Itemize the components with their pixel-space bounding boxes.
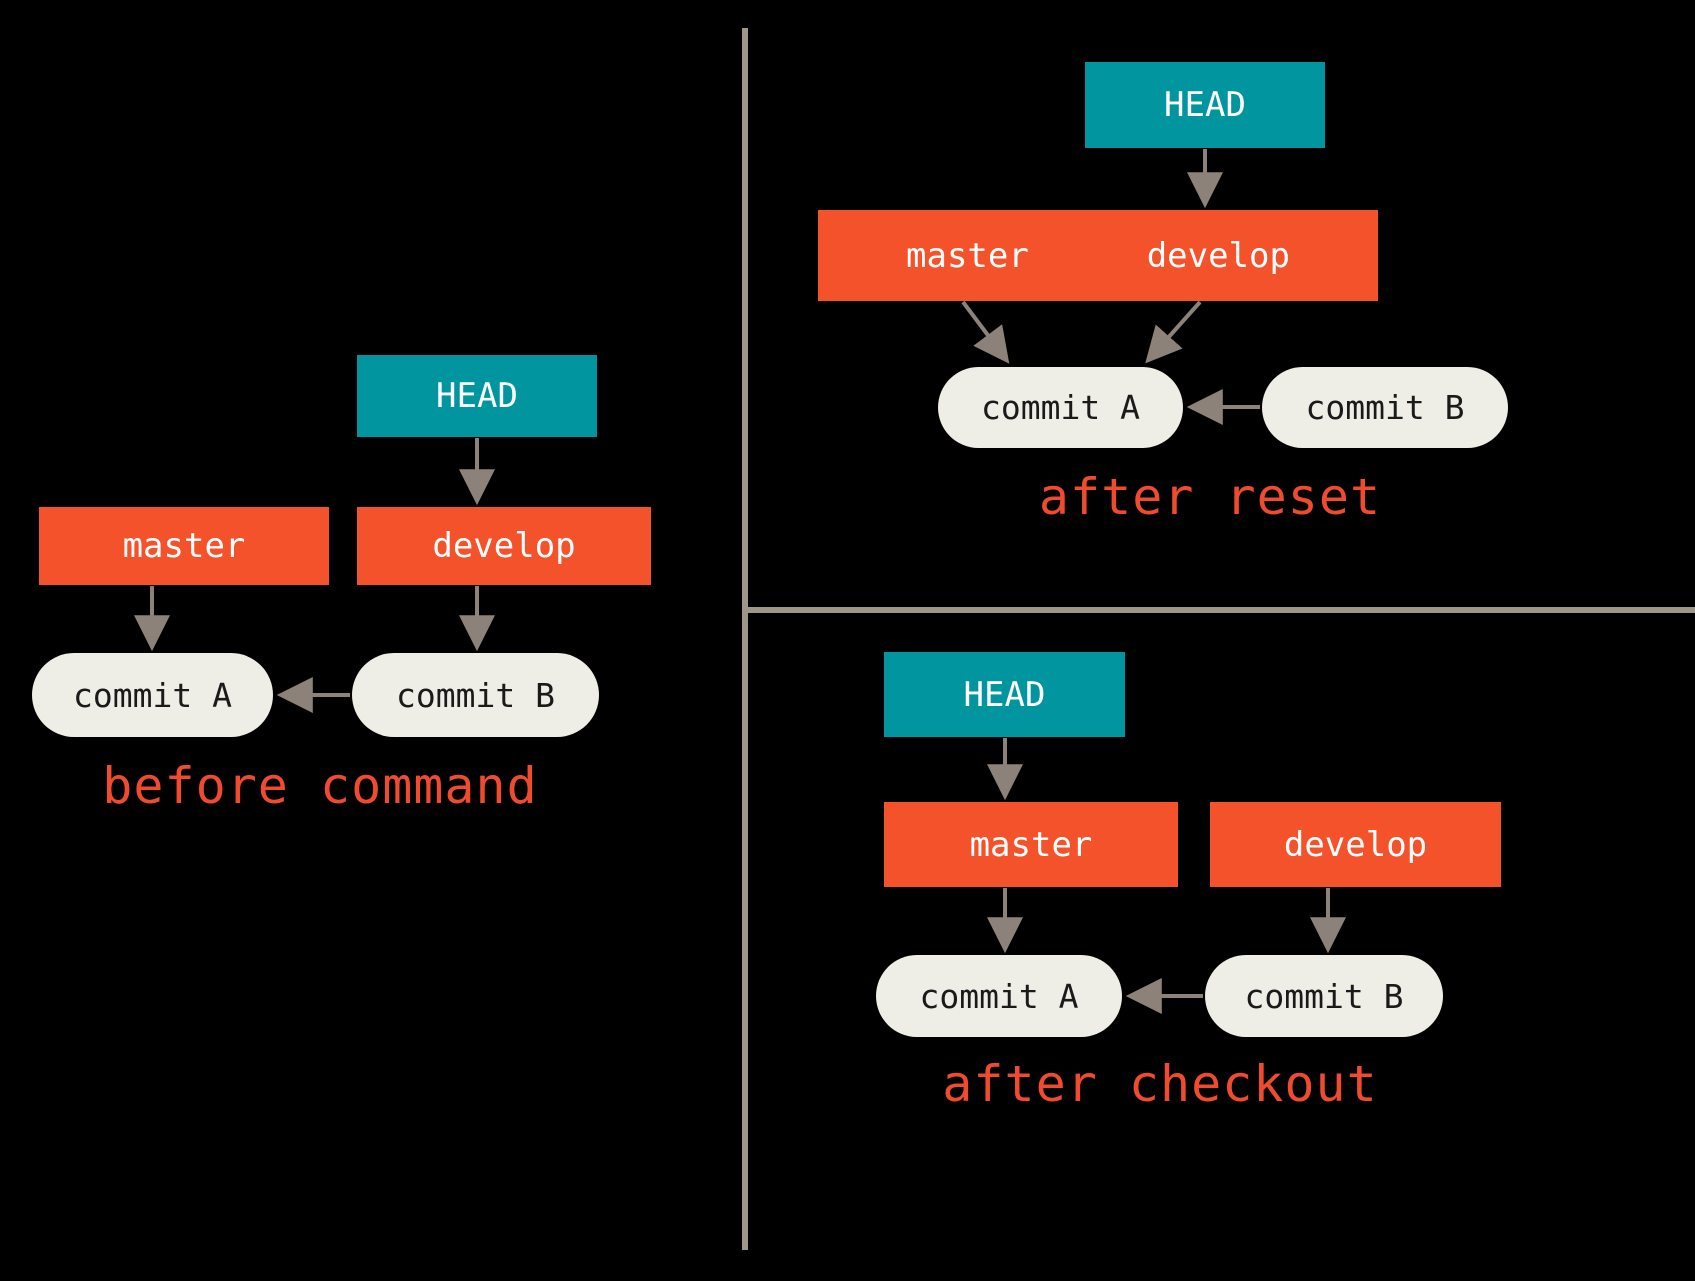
reset-commit-a-label: commit A: [981, 388, 1140, 427]
reset-branch-develop-label: develop: [1146, 235, 1290, 276]
reset-commit-b-label: commit B: [1305, 388, 1465, 427]
reset-head-label: HEAD: [1164, 85, 1246, 125]
arrow-reset-master-to-commit-a: [961, 300, 1010, 364]
before-commit-a: commit A: [32, 653, 273, 737]
before-branch-master: master: [39, 507, 329, 585]
checkout-branch-master-label: master: [969, 824, 1093, 865]
checkout-commit-b: commit B: [1205, 955, 1443, 1037]
reset-branch-pair-box: master develop: [818, 210, 1378, 301]
checkout-branch-develop: develop: [1210, 802, 1501, 887]
checkout-commit-b-label: commit B: [1244, 976, 1404, 1016]
before-branch-develop-label: develop: [432, 526, 576, 566]
before-branch-master-label: master: [122, 526, 246, 566]
reset-head-box: HEAD: [1085, 62, 1325, 148]
checkout-caption: after checkout: [910, 1055, 1410, 1113]
before-caption: before command: [0, 757, 640, 815]
reset-commit-b: commit B: [1262, 367, 1508, 448]
arrow-reset-develop-to-commit-a: [1145, 300, 1202, 364]
before-caption-label: before command: [102, 757, 538, 815]
checkout-head-label: HEAD: [963, 674, 1046, 715]
reset-caption: after reset: [960, 468, 1460, 526]
checkout-commit-a: commit A: [876, 955, 1122, 1037]
before-commit-b-label: commit B: [396, 675, 555, 715]
checkout-branch-master: master: [884, 802, 1178, 887]
vertical-divider: [742, 28, 748, 1250]
checkout-caption-label: after checkout: [942, 1055, 1378, 1113]
checkout-commit-a-label: commit A: [919, 976, 1079, 1016]
checkout-head-box: HEAD: [884, 652, 1125, 737]
horizontal-divider: [745, 607, 1695, 613]
reset-commit-a: commit A: [938, 367, 1183, 448]
before-branch-develop: develop: [357, 507, 651, 585]
reset-caption-label: after reset: [1038, 468, 1382, 526]
before-commit-b: commit B: [352, 653, 599, 737]
before-commit-a-label: commit A: [73, 675, 232, 715]
before-head-label: HEAD: [436, 376, 518, 416]
before-head-box: HEAD: [357, 355, 597, 437]
reset-branch-master-label: master: [906, 235, 1029, 276]
checkout-branch-develop-label: develop: [1283, 824, 1428, 865]
